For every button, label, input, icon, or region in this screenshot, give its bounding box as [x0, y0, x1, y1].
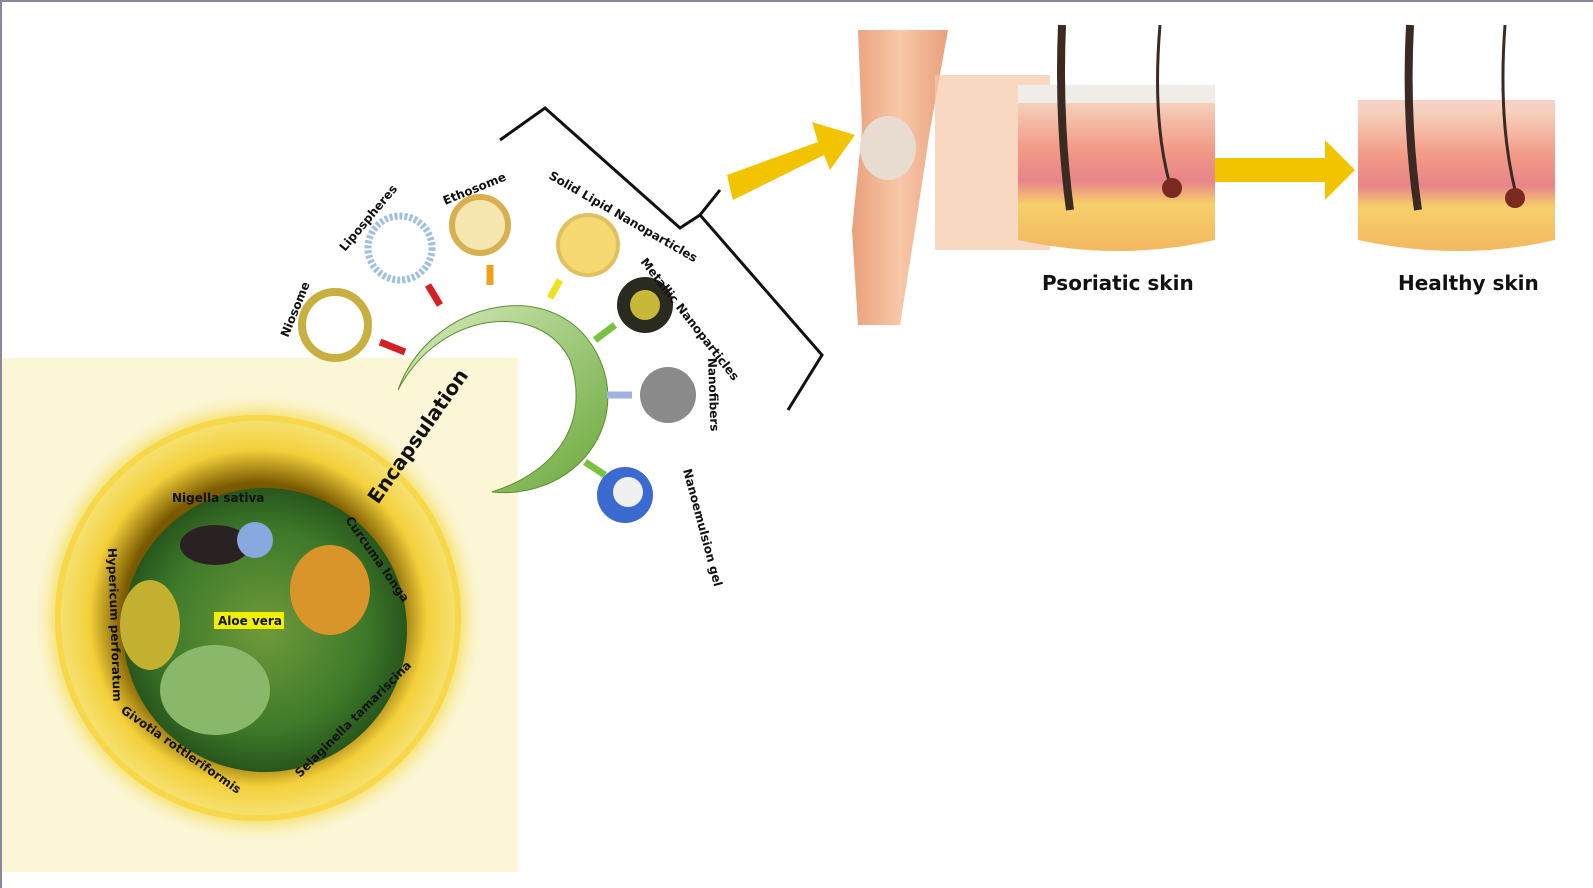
sln-image — [556, 213, 620, 277]
label-nanoemulsion: Nanoemulsion gel — [680, 467, 725, 588]
aloe-label-bg — [214, 612, 284, 629]
niosome-image — [298, 288, 372, 362]
carrier-arrows — [378, 265, 632, 478]
lipospheres-image — [364, 212, 436, 284]
arrow-to-healthy — [1215, 140, 1355, 200]
label-hypericum-perforatum: Hypericum perforatum — [105, 548, 124, 702]
arrow-niosome — [378, 338, 407, 356]
turmeric-image — [290, 545, 370, 635]
givotia-leaves-image — [160, 645, 270, 735]
arrow-lipospheres — [424, 283, 444, 307]
nigella-seeds-image — [180, 525, 250, 565]
arrow-to-leg — [727, 122, 855, 200]
healthy-skin-image — [1358, 24, 1555, 251]
nigella-flower-image — [237, 522, 273, 558]
label-psoriatic-skin: Psoriatic skin — [1042, 271, 1194, 295]
label-healthy-skin: Healthy skin — [1398, 271, 1539, 295]
ethosome-image — [449, 194, 511, 256]
ring-outline — [55, 415, 461, 821]
hypericum-flowers-image — [120, 580, 180, 670]
psoriatic-skin-image — [1018, 24, 1215, 251]
arrow-nanoemulsion — [583, 459, 607, 478]
metallic-core — [630, 290, 660, 320]
arrow-sln — [546, 278, 564, 300]
nanoemulsion-gel — [613, 477, 643, 507]
nanofibers-image — [640, 367, 696, 423]
leg-image — [852, 30, 948, 325]
label-nanofibers: Nanofibers — [705, 358, 722, 432]
label-nigella-sativa: Nigella sativa — [172, 491, 264, 505]
grouping-bracket — [499, 106, 824, 411]
crescent-shape — [397, 305, 609, 494]
label-aloe-vera: Aloe vera — [218, 614, 282, 628]
psoriasis-plaque — [860, 116, 916, 180]
arrow-metallic — [592, 322, 618, 343]
